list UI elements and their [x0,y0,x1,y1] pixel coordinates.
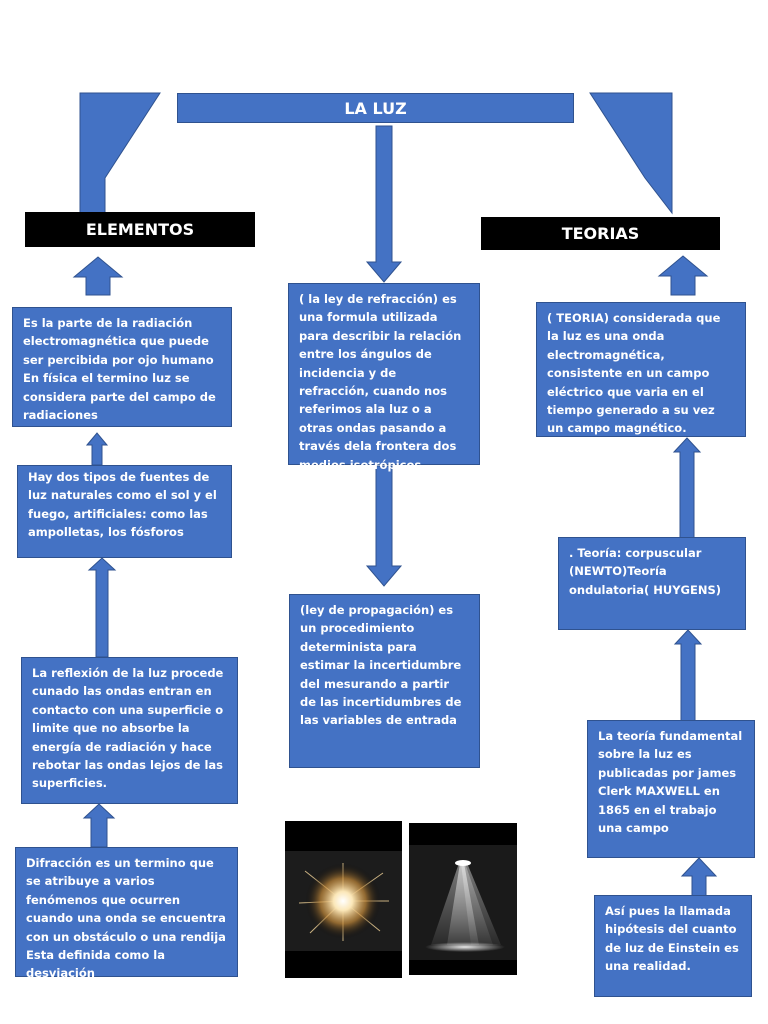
right-box-maxwell-text: La teoría fundamental sobre la luz es pu… [598,729,743,835]
title-text: LA LUZ [344,98,407,118]
center-box-propagation: (ley de propagación) es un procedimiento… [289,594,480,768]
arrow-up-left-3 [87,557,117,658]
label-teorias: TEORIAS [481,217,720,250]
label-teorias-text: TEORIAS [561,224,640,243]
center-box-refraction-text: ( la ley de refracción) es una formula u… [299,292,462,490]
left-box-reflection: La reflexión de la luz procede cunado la… [21,657,238,804]
arrow-up-right-1 [657,255,709,296]
label-elementos: ELEMENTOS [25,212,255,247]
label-elementos-text: ELEMENTOS [85,220,195,239]
title-bar: LA LUZ [177,93,574,123]
left-box-diffraction-text: Difracción es un termino que se atribuye… [26,856,226,981]
right-box-wave-theory-text: ( TEORIA) considerada que la luz es una … [547,311,721,436]
arrow-up-left-4 [82,803,116,848]
arrow-up-right-4 [680,857,718,897]
arrow-up-right-2 [672,437,702,539]
right-box-maxwell: La teoría fundamental sobre la luz es pu… [587,720,755,858]
arrow-down-center [365,465,403,587]
light-burst-graphic [285,821,402,978]
left-box-reflection-text: La reflexión de la luz procede cunado la… [32,666,224,791]
right-box-wave-theory: ( TEORIA) considerada que la luz es una … [536,302,746,437]
center-box-propagation-text: (ley de propagación) es un procedimiento… [300,603,462,728]
light-burst-image [285,821,402,978]
spotlight-graphic [409,823,517,975]
corner-connector-left [79,92,161,214]
arrow-up-right-3 [673,629,703,722]
center-box-refraction: ( la ley de refracción) es una formula u… [288,283,480,490]
arrow-up-left-2 [85,432,109,466]
left-box-definition: Es la parte de la radiación electromagné… [12,307,232,427]
left-box-diffraction: Difracción es un termino que se atribuye… [15,847,238,981]
arrow-up-left-1 [72,256,124,296]
right-box-theories-text: . Teoría: corpuscular (NEWTO)Teoría ondu… [569,546,721,597]
right-box-einstein: Así pues la llamada hipótesis del cuanto… [594,895,752,997]
right-box-theories: . Teoría: corpuscular (NEWTO)Teoría ondu… [558,537,746,630]
left-box-sources: Hay dos tipos de fuentes de luz naturale… [17,465,232,558]
spotlight-image [409,823,517,975]
left-box-definition-text: Es la parte de la radiación electromagné… [23,316,216,422]
right-box-einstein-text: Así pues la llamada hipótesis del cuanto… [605,904,739,974]
left-box-sources-text: Hay dos tipos de fuentes de luz naturale… [28,470,217,540]
arrow-down-title [365,125,403,283]
corner-connector-right [589,92,673,215]
